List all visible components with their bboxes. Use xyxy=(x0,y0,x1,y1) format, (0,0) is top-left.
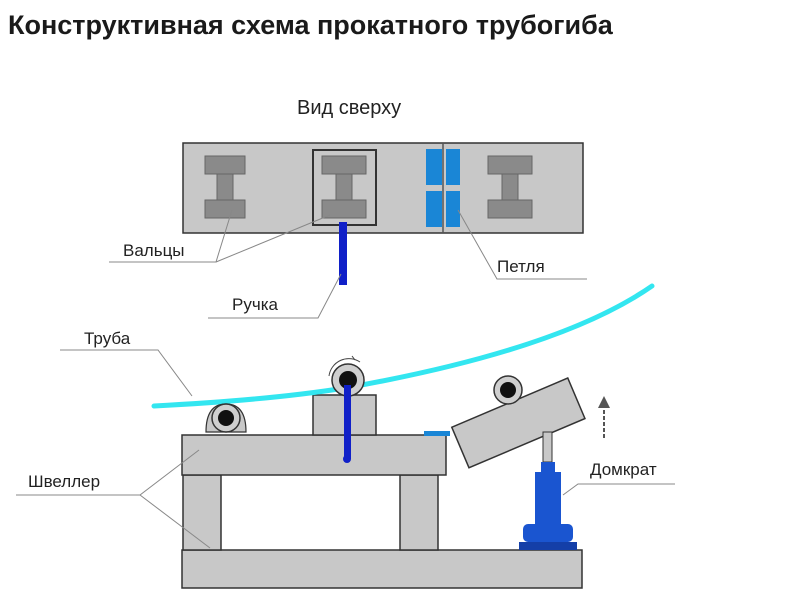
roller-icon xyxy=(493,375,523,405)
base-channel xyxy=(181,549,583,589)
top-view-plate xyxy=(182,142,584,234)
roller-icon xyxy=(328,355,365,397)
pipe xyxy=(151,283,655,409)
jack-label: Домкрат xyxy=(590,460,657,479)
roller-icon xyxy=(321,155,367,219)
handle-top-view xyxy=(339,222,347,285)
diagram-title: Конструктивная схема прокатного трубогиб… xyxy=(8,10,613,40)
left-leg xyxy=(182,474,222,551)
handle-side-view xyxy=(344,385,351,459)
right-leg xyxy=(399,474,439,551)
roller-icon xyxy=(487,155,533,219)
handle-label: Ручка xyxy=(232,295,279,314)
pipe-label: Труба xyxy=(84,329,131,348)
hinge-icon xyxy=(426,143,460,233)
hinge-side-view xyxy=(424,431,450,436)
top-view-label: Вид сверху xyxy=(297,97,401,119)
table-channel xyxy=(181,434,447,476)
channel-label: Швеллер xyxy=(28,472,100,491)
rollers-label: Вальцы xyxy=(123,241,185,260)
hinge-label: Петля xyxy=(497,257,545,276)
roller-icon xyxy=(204,155,246,219)
roller-icon xyxy=(205,403,247,433)
jack-icon xyxy=(519,431,577,550)
